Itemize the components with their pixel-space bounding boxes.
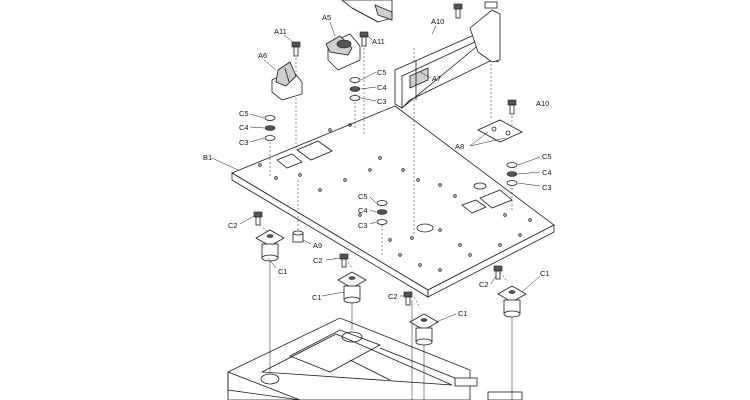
screw-a11-left — [291, 41, 301, 57]
label-c2-mid: C2 — [313, 256, 323, 265]
label-c5-right: C5 — [542, 152, 552, 161]
label-c4-mid: C4 — [358, 206, 368, 215]
label-c2-lower: C2 — [388, 292, 398, 301]
label-c3-mid: C3 — [358, 221, 368, 230]
part-a7-bracket — [394, 1, 501, 109]
label-c2-right: C2 — [479, 280, 489, 289]
leader-lines — [211, 21, 541, 323]
label-c2-left: C2 — [228, 221, 238, 230]
label-a11-left: A11 — [274, 27, 287, 36]
label-c1-left: C1 — [278, 267, 288, 276]
label-a7: A7 — [432, 74, 441, 83]
label-c1-right: C1 — [540, 269, 550, 278]
part-a6 — [271, 61, 303, 101]
mount-right — [493, 265, 527, 318]
label-a5: A5 — [322, 13, 331, 22]
label-a6: A6 — [258, 51, 267, 60]
spacer-a9 — [292, 230, 304, 243]
label-c5-left: C5 — [239, 109, 249, 118]
label-c4-left: C4 — [239, 123, 249, 132]
mount-mid — [337, 253, 367, 304]
label-a9: A9 — [313, 241, 322, 250]
label-c3-right: C3 — [542, 183, 552, 192]
part-a5 — [325, 33, 361, 71]
washer-stack-center — [349, 77, 361, 101]
screw-a10-right — [507, 99, 517, 115]
plate-holes — [258, 123, 532, 272]
top-bracket-partial — [341, 0, 393, 23]
label-c3-center: C3 — [377, 97, 387, 106]
label-a8: A8 — [455, 142, 464, 151]
screw-a10-top — [453, 3, 463, 19]
label-c3-left: C3 — [239, 138, 249, 147]
label-b1: B1 — [203, 153, 212, 162]
washer-stack-mid — [376, 200, 388, 225]
part-a8-plate — [477, 119, 523, 143]
label-a10-right: A10 — [536, 99, 549, 108]
label-c4-right: C4 — [542, 168, 552, 177]
base-plate — [231, 105, 555, 298]
label-c1-lower: C1 — [458, 309, 468, 318]
mount-left — [253, 211, 285, 262]
part-labels: A11 A5 A11 A10 A6 A7 A10 A8 C5 C4 C3 C5 … — [203, 13, 552, 318]
label-c4-center: C4 — [377, 83, 387, 92]
label-c5-mid: C5 — [358, 192, 368, 201]
label-c1-mid: C1 — [312, 293, 322, 302]
washer-stack-right — [506, 162, 518, 186]
label-a11-right: A11 — [372, 37, 385, 46]
label-a10-top: A10 — [431, 17, 444, 26]
mount-lower — [403, 291, 439, 346]
screw-a11-right — [359, 31, 369, 47]
label-c5-center: C5 — [377, 68, 387, 77]
lower-frame — [227, 317, 523, 400]
washer-stack-left — [264, 115, 276, 141]
